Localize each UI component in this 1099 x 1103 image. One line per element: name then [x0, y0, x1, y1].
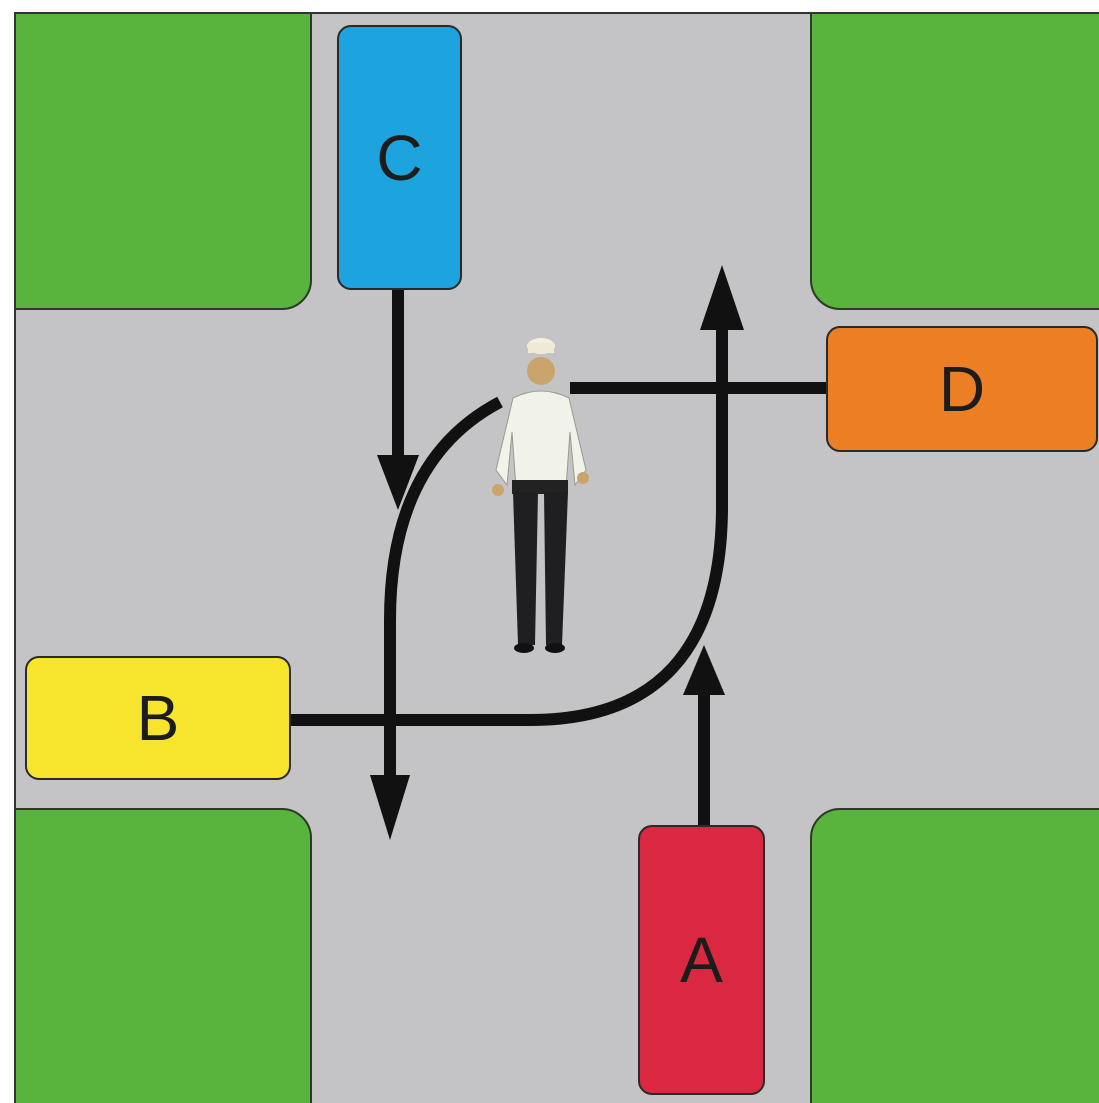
- vehicle-b-label: B: [137, 686, 180, 750]
- vehicle-d: D: [826, 326, 1098, 452]
- vehicle-a-label: A: [680, 928, 723, 992]
- arrowhead-b: [700, 265, 744, 330]
- arrowhead-d: [370, 775, 410, 840]
- vehicle-d-label: D: [939, 357, 985, 421]
- vehicle-c: C: [337, 25, 462, 290]
- vehicle-c-label: C: [376, 126, 422, 190]
- vehicle-b: B: [25, 656, 291, 780]
- path-b-right-turn: [290, 320, 722, 720]
- vehicle-a: A: [638, 825, 765, 1095]
